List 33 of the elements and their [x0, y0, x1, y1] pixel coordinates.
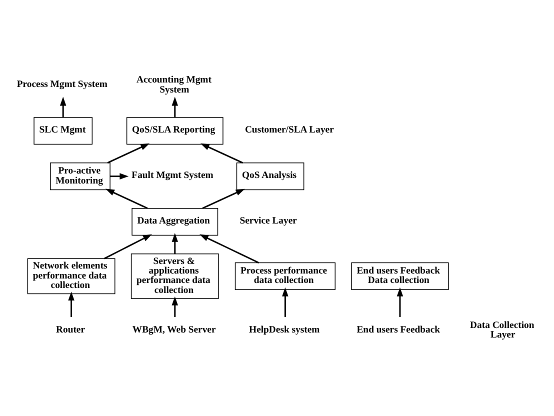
- arrow: [60, 96, 66, 118]
- arrow: [199, 234, 260, 264]
- label: Service Layer: [240, 216, 297, 227]
- arrow: [172, 232, 178, 254]
- arrow: [200, 143, 244, 164]
- label: Customer/SLA Layer: [244, 124, 334, 136]
- node-text: WBgM, Web Server: [132, 324, 216, 336]
- arrow: [110, 173, 129, 180]
- arrow: [107, 143, 150, 164]
- arrow: [282, 287, 288, 318]
- node-box: QoS/SLA Reporting: [126, 117, 224, 145]
- arrow: [396, 287, 404, 318]
- arrow: [68, 292, 74, 318]
- arrow: [172, 96, 178, 118]
- arrow: [106, 188, 148, 209]
- node-text: End users Feedback: [356, 324, 440, 336]
- node-text: Fault Mgmt System: [132, 170, 214, 182]
- node-text: HelpDesk system: [249, 324, 320, 336]
- arrow: [104, 234, 152, 260]
- node-box: Servers & applications performance data collection: [130, 253, 219, 299]
- node-text: Accounting Mgmt System: [136, 74, 212, 96]
- arrow: [172, 296, 178, 318]
- label: Data Collection Layer: [470, 320, 534, 341]
- node-box: End users Feedback Data collection: [351, 262, 449, 290]
- arrow: [202, 188, 245, 209]
- node-box: SLC Mgmt: [34, 117, 93, 145]
- node-text: Router: [56, 324, 86, 336]
- node-box: Network elements performance data collection: [27, 258, 116, 294]
- node-box: Data Aggregation: [132, 208, 218, 236]
- node-box: Pro-active Monitoring: [50, 162, 110, 190]
- node-box: QoS Analysis: [236, 162, 304, 190]
- node-text: Process Mgmt System: [16, 79, 108, 90]
- node-box: Process performance data collection: [234, 262, 336, 290]
